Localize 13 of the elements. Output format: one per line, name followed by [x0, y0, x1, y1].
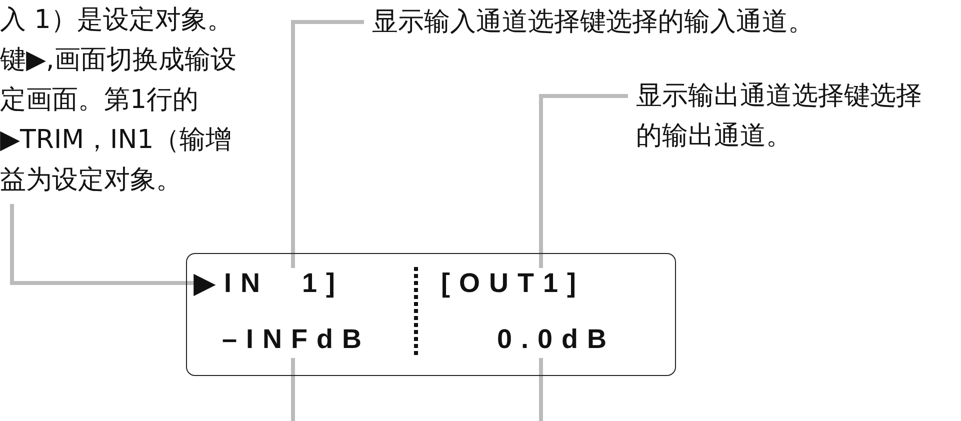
leader-line: [539, 358, 543, 421]
callout-text: 显示输入通道选择键选择的输入通道。: [372, 2, 814, 42]
leader-line: [539, 94, 628, 268]
leader-line: [291, 20, 364, 268]
lcd-display: [186, 253, 676, 376]
display-text: –INFdB: [222, 324, 370, 354]
leader-line: [291, 358, 295, 421]
note-text: 入 1）是设定对象。键▶,画面切换成输设定画面。第1行的▶TRIM，IN1（输增益为设定对象。: [0, 0, 245, 200]
callout-text: 显示输出通道选择键选择的输出通道。: [636, 76, 936, 156]
leader-line: [10, 204, 194, 285]
display-text: ▶IN 1]: [194, 268, 344, 298]
display-text: [OUT1]: [441, 268, 585, 298]
display-text: 0.0dB: [497, 324, 616, 354]
